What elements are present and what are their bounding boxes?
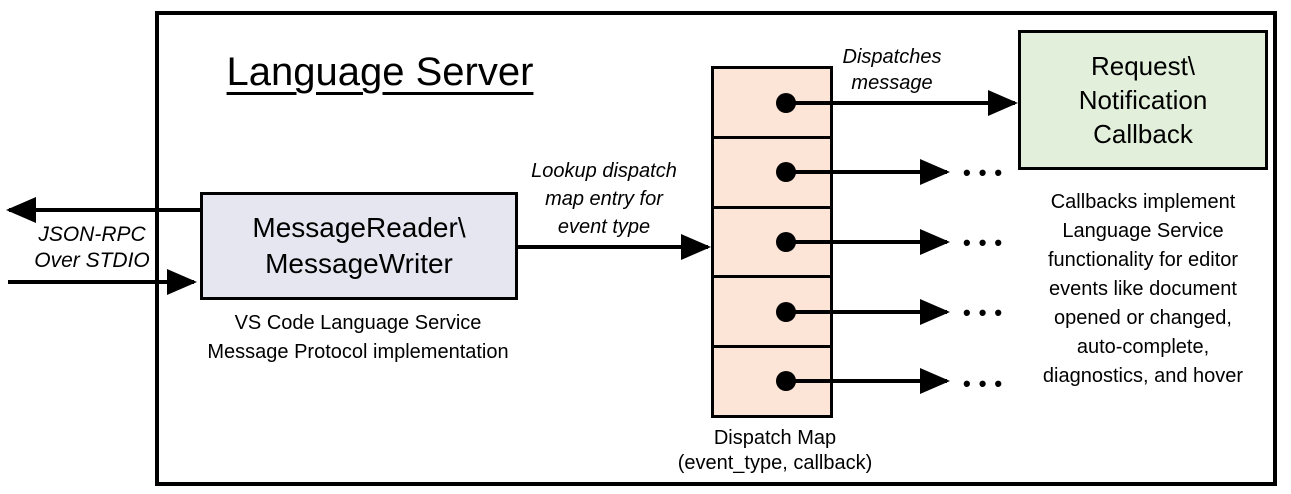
dispatch-map-cell [714, 209, 830, 279]
dispatch-map-caption: Dispatch Map (event_type, callback) [677, 427, 873, 474]
language-server-boundary [155, 11, 1277, 486]
dispatch-map-cell [714, 139, 830, 209]
ellipsis-row-3: ••• [963, 230, 1011, 255]
message-reader-writer-box: MessageReader\ MessageWriter [200, 192, 518, 300]
dispatch-map-cell [714, 348, 830, 415]
json-rpc-stdio-label: JSON-RPC Over STDIO [34, 223, 150, 272]
dispatch-map [711, 66, 833, 418]
message-reader-writer-label: MessageReader\ MessageWriter [252, 212, 466, 279]
ellipsis-row-4: ••• [963, 300, 1011, 325]
diagram-title: Language Server [226, 50, 534, 94]
dispatch-map-cell [714, 69, 830, 139]
request-notification-callback-box: Request\ Notification Callback [1018, 30, 1268, 170]
message-box-caption: VS Code Language Service Message Protoco… [207, 312, 509, 363]
request-notification-callback-label: Request\ Notification Callback [1078, 51, 1208, 149]
ellipsis-row-5: ••• [963, 371, 1011, 396]
lookup-dispatch-label: Lookup dispatch map entry for event type [531, 160, 677, 238]
dispatch-map-cell [714, 278, 830, 349]
ellipsis-row-2: ••• [963, 160, 1011, 185]
callbacks-note: Callbacks implement Language Service fun… [1042, 191, 1244, 387]
dispatches-message-label: Dispatches message [842, 46, 942, 94]
